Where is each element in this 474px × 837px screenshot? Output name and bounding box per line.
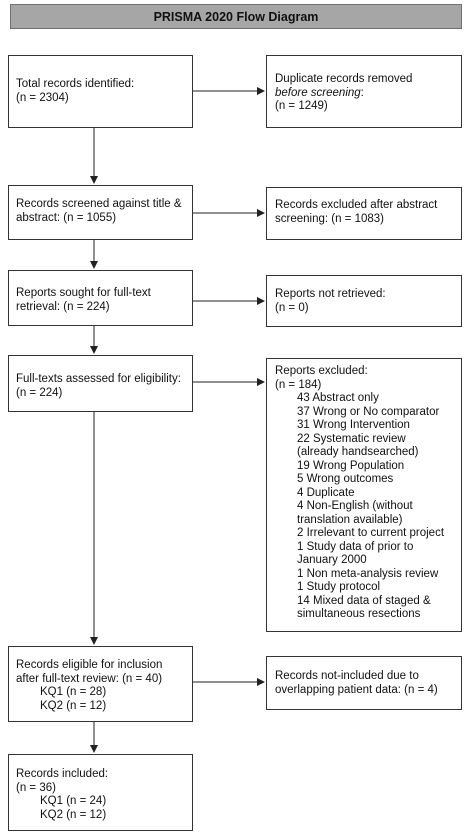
screened-line1: Records screened against title & [16, 198, 182, 210]
exclusion-reason: 31 Wrong Intervention [297, 419, 410, 431]
identified-line1: Total records identified: [16, 78, 135, 90]
exclusion-reason: 5 Wrong outcomes [297, 473, 394, 485]
reports-excluded-line1: Reports excluded: [275, 365, 368, 377]
duplicates-line2-suffix: : [360, 86, 364, 99]
exclusion-reason: 19 Wrong Population [297, 459, 405, 472]
not-included-line2: overlapping patient data: (n = 4) [275, 683, 438, 696]
exclusion-reason: January 2000 [297, 554, 367, 566]
box-records-screened: Records screened against title & abstrac… [8, 185, 193, 240]
sought-line1: Reports sought for full-text [16, 287, 151, 299]
exclusion-reason: 14 Mixed data of staged & [297, 594, 431, 607]
duplicates-line1: Duplicate records removed [275, 73, 413, 85]
assessed-line1: Full-texts assessed for eligibility: [16, 373, 181, 385]
exclusion-reason: 22 Systematic review [297, 432, 406, 445]
eligible-kq1: KQ1 (n = 28) [40, 686, 107, 698]
exclusion-reason: simultaneous resections [297, 608, 421, 620]
diagram-title: PRISMA 2020 Flow Diagram [10, 4, 462, 29]
not-retrieved-line1: Reports not retrieved: [275, 288, 386, 300]
assessed-line2: (n = 224) [16, 386, 63, 399]
box-reports-sought: Reports sought for full-text retrieval: … [8, 270, 193, 326]
exclusion-reason: 1 Non meta-analysis review [297, 567, 439, 580]
box-not-retrieved: Reports not retrieved: (n = 0) [266, 275, 462, 327]
exclusion-reason: translation available) [297, 513, 403, 526]
eligible-line2: after full-text review: (n = 40) [16, 672, 163, 685]
box-fulltexts-assessed: Full-texts assessed for eligibility: (n … [8, 355, 193, 412]
screened-line2: abstract: (n = 1055) [16, 211, 117, 224]
excluded-abstract-line1: Records excluded after abstract [275, 199, 438, 211]
exclusion-reason-list: 43 Abstract only 37 Wrong or No comparat… [275, 392, 461, 622]
box-records-eligible: Records eligible for inclusion after ful… [8, 646, 193, 722]
duplicates-line2: before screening [275, 86, 361, 99]
eligible-line1: Records eligible for inclusion [16, 659, 163, 671]
exclusion-reason: (already handsearched) [297, 446, 419, 458]
exclusion-reason: 4 Duplicate [297, 486, 355, 499]
exclusion-reason: 4 Non-English (without [297, 500, 413, 512]
included-line2: (n = 36) [16, 781, 56, 794]
exclusion-reason: 43 Abstract only [297, 392, 379, 404]
not-retrieved-line2: (n = 0) [275, 301, 309, 314]
box-not-included: Records not-included due to overlapping … [266, 656, 462, 710]
sought-line2: retrieval: (n = 224) [16, 300, 110, 313]
included-kq1: KQ1 (n = 24) [40, 795, 107, 807]
not-included-line1: Records not-included due to [275, 670, 419, 682]
box-records-included: Records included: (n = 36) KQ1 (n = 24) … [8, 754, 193, 831]
duplicates-line2-wrap: before screening: [275, 87, 461, 101]
exclusion-reason: 37 Wrong or No comparator [297, 405, 440, 418]
box-excluded-abstract: Records excluded after abstract screenin… [266, 187, 462, 240]
included-line1: Records included: [16, 768, 109, 780]
included-kq2: KQ2 (n = 12) [40, 808, 107, 821]
eligible-kq2: KQ2 (n = 12) [40, 699, 107, 712]
exclusion-reason: 1 Study protocol [297, 581, 381, 593]
box-duplicates-removed: Duplicate records removed before screeni… [266, 55, 462, 128]
exclusion-reason: 1 Study data of prior to [297, 540, 414, 553]
duplicates-line3: (n = 1249) [275, 100, 328, 112]
excluded-abstract-line2: screening: (n = 1083) [275, 212, 384, 225]
box-records-identified: Total records identified: (n = 2304) [8, 55, 193, 128]
reports-excluded-line2: (n = 184) [275, 378, 322, 391]
identified-line2: (n = 2304) [16, 91, 69, 104]
box-reports-excluded: Reports excluded: (n = 184) 43 Abstract … [266, 358, 462, 632]
exclusion-reason: 2 Irrelevant to current project [297, 527, 445, 539]
